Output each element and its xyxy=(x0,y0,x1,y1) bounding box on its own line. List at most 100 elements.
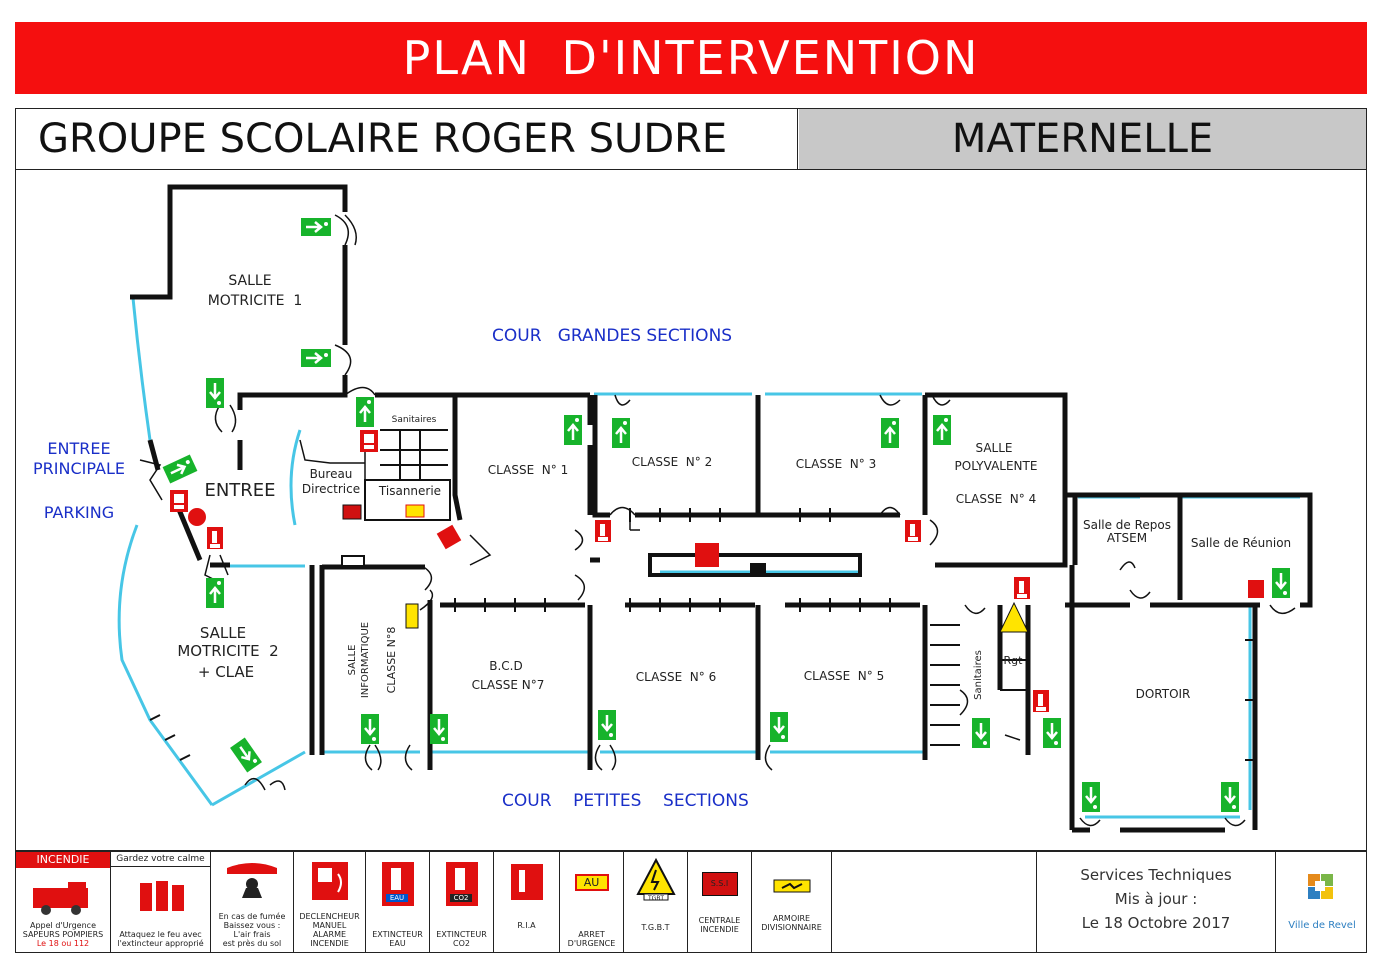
legend-tag: CO2 xyxy=(450,894,472,902)
services-date: Le 18 Octobre 2017 xyxy=(1081,914,1231,932)
ria-icon xyxy=(436,524,462,550)
room-label: Directrice xyxy=(302,482,360,496)
room-label: Salle de Réunion xyxy=(1191,536,1291,550)
legend-text: T.G.B.T xyxy=(641,923,670,932)
legend-text: En cas de fumée xyxy=(218,912,286,921)
legend-text: ARRET xyxy=(578,930,605,939)
school-section: MATERNELLE xyxy=(799,109,1366,169)
exit-sign-icon xyxy=(768,710,790,744)
legend-incendie-title: INCENDIE xyxy=(16,852,110,868)
room-label: CLASSE N° 5 xyxy=(804,669,884,683)
parking-label: PARKING xyxy=(44,503,114,522)
room-label: INFORMATIQUE xyxy=(360,622,371,698)
centrale-icon xyxy=(695,543,719,567)
legend-text: SAPEURS POMPIERS xyxy=(22,930,104,939)
room-label: CLASSE N°8 xyxy=(385,627,398,694)
room-label: CLASSE N° 3 xyxy=(796,457,876,471)
plan-title: PLAN D'INTERVENTION xyxy=(15,22,1367,94)
bureau-window xyxy=(289,429,302,526)
room-label: SALLE xyxy=(228,273,271,289)
extinguishers-icon xyxy=(139,881,184,911)
legend-text: INCENDIE xyxy=(310,939,349,948)
smoke-icon xyxy=(227,863,277,898)
room-label: POLYVALENTE xyxy=(955,459,1038,473)
armoire-icon xyxy=(773,879,810,893)
exit-sign-icon xyxy=(1080,780,1102,814)
legend-text: Attaquez le feu avec xyxy=(119,930,202,939)
exit-sign-icon xyxy=(1219,780,1241,814)
room-label: ENTREE xyxy=(204,480,275,501)
legend-text: INCENDIE xyxy=(700,925,739,934)
exit-sign-icon xyxy=(299,347,333,369)
extinguisher-icon xyxy=(207,527,223,549)
extinguisher-icon xyxy=(1014,577,1030,599)
legend-text: R.I.A xyxy=(517,921,536,930)
arret-urgence-icon xyxy=(405,504,425,518)
legend-text: L'air frais xyxy=(233,930,271,939)
walls xyxy=(130,184,1313,833)
tgbt-icon xyxy=(999,601,1029,633)
fire-truck-icon xyxy=(33,882,88,915)
legend-tgbt: TGBT T.G.B.T xyxy=(624,852,688,952)
legend-tag: EAU xyxy=(386,894,408,902)
centrale-icon xyxy=(342,504,362,520)
room-label: DORTOIR xyxy=(1136,687,1191,701)
cour-grandes-label: COUR GRANDES SECTIONS xyxy=(492,326,732,346)
room-label: CLASSE N° 1 xyxy=(488,463,568,477)
exit-sign-icon xyxy=(879,416,901,450)
legend-text: est près du sol xyxy=(222,939,282,948)
arret-urgence-icon: AU xyxy=(574,874,609,891)
services-label: Services Techniques xyxy=(1080,866,1232,884)
exit-sign-icon xyxy=(610,416,632,450)
exit-sign-icon xyxy=(204,376,226,410)
room-label: MOTRICITE 1 xyxy=(208,293,303,309)
extinguisher-icon xyxy=(1033,690,1049,712)
legend-text: CO2 xyxy=(453,939,470,948)
logo: Ville de Revel xyxy=(1278,852,1366,952)
legend-text: ALARME xyxy=(312,930,347,939)
legend-text: D'URGENCE xyxy=(567,939,616,948)
exit-sign-icon xyxy=(161,453,199,485)
exit-sign-icon xyxy=(1041,716,1063,750)
exit-sign-icon xyxy=(359,712,381,746)
extinguisher-icon xyxy=(905,520,921,542)
room-label: CLASSE N° 4 xyxy=(956,492,1036,506)
legend-text: l'extincteur approprié xyxy=(117,939,204,948)
room-label: SALLE xyxy=(347,645,358,676)
title-bar: GROUPE SCOLAIRE ROGER SUDRE MATERNELLE xyxy=(15,108,1367,170)
alarm-icon xyxy=(170,490,188,512)
city-logo-icon xyxy=(1308,874,1333,899)
legend-text: MANUEL xyxy=(312,921,347,930)
centrale-icon: S.S.I xyxy=(701,872,738,896)
room-label: + CLAE xyxy=(198,663,254,681)
room-label: Salle de Repos xyxy=(1083,518,1171,532)
services-box: Services Techniques Mis à jour : Le 18 O… xyxy=(1036,852,1276,952)
exit-sign-icon xyxy=(970,716,992,750)
legend-text: EAU xyxy=(389,939,406,948)
legend-ria: R.I.A xyxy=(494,852,560,952)
legend-calme-title: Gardez votre calme xyxy=(111,852,210,867)
door-swings xyxy=(139,214,1296,827)
entree-principale-label: ENTREE xyxy=(47,439,110,458)
exit-sign-icon xyxy=(204,576,226,610)
corridor-ticks xyxy=(149,508,1255,761)
room-label: Bureau xyxy=(310,467,353,481)
room-label: Tisannerie xyxy=(378,484,441,498)
legend-text: DECLENCHEUR xyxy=(299,912,360,921)
exit-sign-icon xyxy=(354,395,376,429)
room-label: B.C.D xyxy=(489,659,522,673)
room-label: CLASSE N° 6 xyxy=(636,670,716,684)
room-label: Rgt xyxy=(1004,654,1024,667)
legend-text: Baissez vous : xyxy=(223,921,281,930)
ria-icon xyxy=(188,508,206,526)
armoire-icon xyxy=(405,603,419,629)
